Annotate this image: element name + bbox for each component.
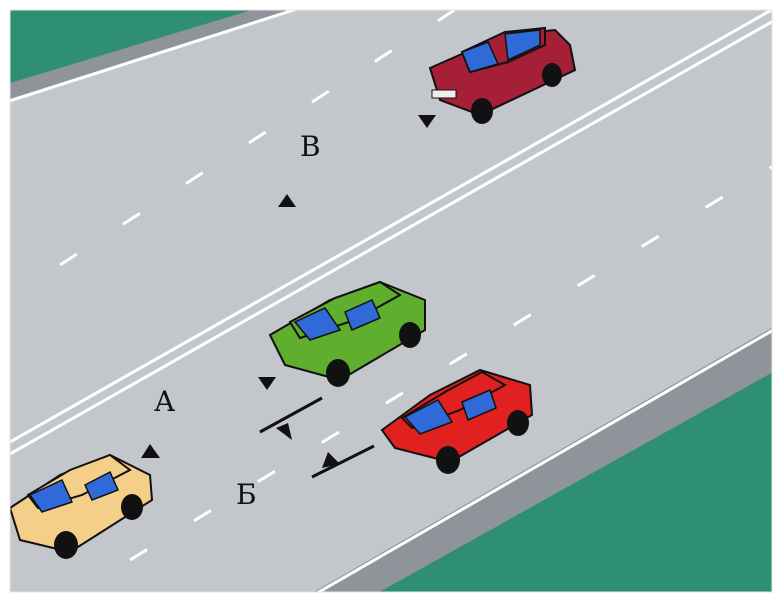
triangle-marker-icon-green (258, 377, 276, 390)
triangle-marker-icon-v (278, 194, 296, 207)
upper-edge-line (10, 10, 299, 103)
car-middle-windshield (293, 307, 342, 341)
image-frame (9, 9, 773, 593)
car-bottom (10, 453, 154, 559)
arrow-icon-left (259, 396, 323, 440)
car-top (428, 26, 577, 124)
triangle-marker-icon-top-car (418, 115, 436, 128)
label-v: В (300, 130, 321, 163)
car-bottom-windshield (28, 478, 74, 513)
car-right-windshield (403, 399, 454, 435)
lower-shoulder (313, 327, 772, 592)
car-top-windshield (461, 41, 500, 73)
upper-lane-dashes (59, 10, 458, 267)
lower-edge-line (315, 328, 772, 592)
lower-lane-dashes (129, 165, 772, 562)
arrow-icon-right (311, 444, 375, 479)
center-double-line-2 (10, 19, 772, 456)
label-b: Б (236, 478, 257, 511)
triangle-marker-icon-a (141, 444, 160, 458)
label-a: А (154, 385, 175, 418)
car-middle (268, 280, 426, 387)
car-right (380, 368, 534, 474)
center-double-line-1 (10, 10, 772, 444)
